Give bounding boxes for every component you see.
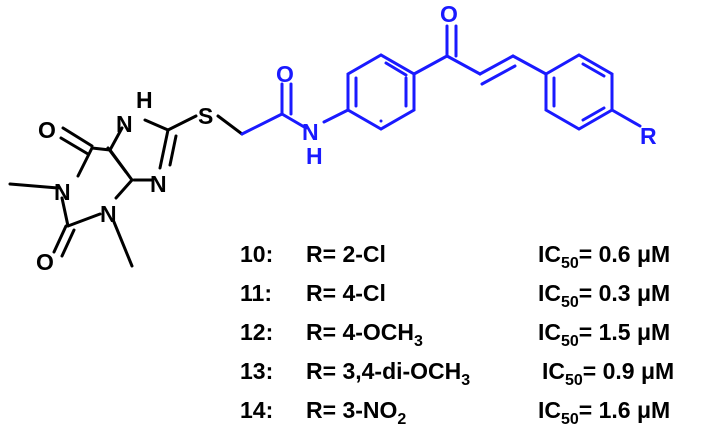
- chalcone-bonds: [240, 24, 642, 136]
- compound-row: 11: R= 4-Cl IC50= 0.3 μM: [240, 280, 670, 311]
- atom-o-lower-left: O: [36, 249, 54, 275]
- compound-substituent: R= 4-Cl: [306, 280, 386, 306]
- atom-o-upper-left: O: [38, 117, 56, 143]
- xanthine-bonds: [8, 114, 244, 268]
- compound-ic50: IC50= 1.6 μM: [538, 397, 670, 426]
- atom-s-thioether: S: [198, 103, 213, 129]
- atom-o-ketone: O: [440, 1, 458, 27]
- compound-substituent: R= 3-NO2: [306, 397, 406, 426]
- compound-row: 12: R= 4-OCH3 IC50= 1.5 μM: [240, 319, 670, 350]
- atom-n-pyrimidine-3: N: [100, 201, 117, 227]
- compound-id: 14:: [240, 397, 273, 423]
- compound-ic50: IC50= 0.9 μM: [542, 358, 674, 389]
- compound-row: 13: R= 3,4-di-OCH3 IC50= 0.9 μM: [240, 358, 674, 389]
- atom-h-amide: H: [306, 143, 323, 169]
- compound-ic50: IC50= 0.6 μM: [538, 241, 670, 272]
- compound-substituent: R= 2-Cl: [306, 241, 386, 267]
- compound-id: 12:: [240, 319, 273, 345]
- atom-n-pyrimidine-1: N: [54, 179, 71, 205]
- compound-id: 11:: [240, 280, 272, 306]
- compound-substituent: R= 4-OCH3: [306, 319, 423, 350]
- compound-row: 14: R= 3-NO2 IC50= 1.6 μM: [240, 397, 670, 426]
- compound-substituent: R= 3,4-di-OCH3: [306, 358, 470, 389]
- atom-h-imidazole: H: [136, 87, 153, 113]
- compound-ic50: IC50= 0.3 μM: [538, 280, 670, 311]
- atom-n-amide: N: [302, 119, 319, 145]
- atom-r-substituent: R: [640, 123, 657, 149]
- compound-ic50: IC50= 1.5 μM: [538, 319, 670, 350]
- atom-n-imidazole-h: N: [116, 111, 133, 137]
- compound-row: 10: R= 2-Cl IC50= 0.6 μM: [240, 241, 670, 272]
- compound-id: 10:: [240, 241, 273, 267]
- compound-table: 10: R= 2-Cl IC50= 0.6 μM 11: R= 4-Cl IC5…: [240, 241, 674, 426]
- atom-n-imidazole: N: [150, 171, 167, 197]
- atom-o-amide: O: [276, 61, 294, 87]
- compound-id: 13:: [240, 358, 273, 384]
